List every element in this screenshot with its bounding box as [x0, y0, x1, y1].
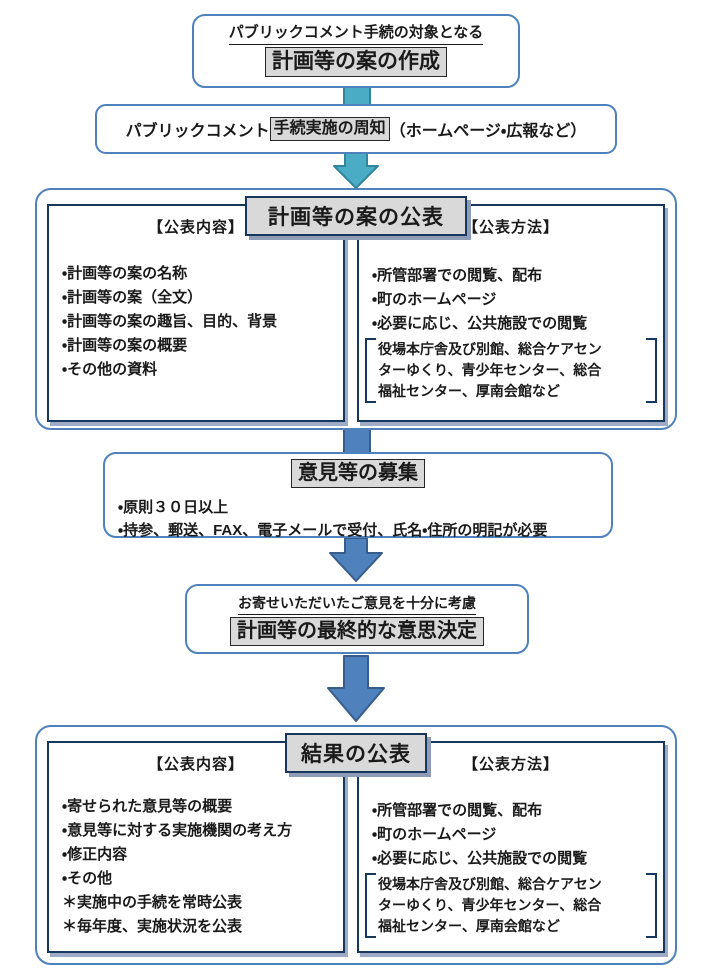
- step-comment-solicitation-box: 意見等の募集 ・原則３０日以上 ・持参、郵送、FAX、電子メールで受付、氏名・住…: [103, 452, 613, 539]
- method-item: ・所管部署での閲覧、配布: [372, 267, 543, 284]
- decision-title: 計画等の最終的な意思決定: [230, 616, 484, 646]
- method-item: ・町のホームページ: [372, 826, 497, 843]
- method-item-list: ・所管部署での閲覧、配布 ・町のホームページ ・必要に応じ、公共施設での閲覧: [372, 264, 659, 336]
- content-item: ・意見等に対する実施機関の考え方: [62, 822, 293, 839]
- method-item: ・必要に応じ、公共施設での閲覧: [372, 315, 588, 332]
- content-item: ＊実施中の手続を常時公表: [62, 894, 243, 911]
- plan-draft-title: 計画等の案の作成: [265, 46, 447, 78]
- solicitation-item: ・原則３０日以上: [118, 499, 229, 516]
- method-item: ・必要に応じ、公共施設での閲覧: [372, 850, 588, 867]
- content-item: ・計画等の案（全文）: [62, 289, 203, 306]
- facility-note: 役場本庁舎及び別館、総合ケアセン ターゆくり、青少年センター、総合 福祉センター…: [376, 873, 646, 938]
- step-plan-draft-box: パブリックコメント手続の対象となる 計画等の案の作成: [192, 14, 520, 88]
- draft-method-panel: 【公表方法】 ・所管部署での閲覧、配布 ・町のホームページ ・必要に応じ、公共施…: [357, 204, 665, 422]
- method-panel-header: 【公表方法】: [462, 756, 559, 773]
- method-panel-header: 【公表方法】: [462, 219, 559, 236]
- content-item: ・計画等の案の概要: [62, 337, 188, 354]
- content-item: ・その他の資料: [62, 361, 158, 378]
- facility-note-bracket: 役場本庁舎及び別館、総合ケアセン ターゆくり、青少年センター、総合 福祉センター…: [365, 338, 657, 403]
- result-method-panel: 【公表方法】 ・所管部署での閲覧、配布 ・町のホームページ ・必要に応じ、公共施…: [357, 741, 665, 953]
- solicitation-item-list: ・原則３０日以上 ・持参、郵送、FAX、電子メールで受付、氏名・住所の明記が必要: [118, 496, 547, 542]
- draft-publication-title: 計画等の案の公表: [245, 196, 467, 236]
- plan-draft-subtitle: パブリックコメント手続の対象となる: [228, 24, 484, 45]
- note-line: ターゆくり、青少年センター、総合: [378, 362, 602, 378]
- result-content-panel: 【公表内容】 ・寄せられた意見等の概要 ・意見等に対する実施機関の考え方 ・修正…: [47, 741, 345, 953]
- left-bracket: [365, 873, 376, 938]
- step-notice-box: パブリックコメント手続実施の周知（ホームページ・広報など）: [95, 104, 617, 154]
- draft-content-panel: 【公表内容】 ・計画等の案の名称 ・計画等の案（全文） ・計画等の案の趣旨、目的…: [47, 204, 345, 422]
- content-item: ・寄せられた意見等の概要: [62, 798, 233, 815]
- notice-text-prefix: パブリックコメント: [125, 123, 270, 140]
- note-line: ターゆくり、青少年センター、総合: [378, 897, 602, 913]
- decision-subtitle: お寄せいただいたご意見を十分に考慮: [238, 595, 476, 615]
- method-item: ・町のホームページ: [372, 291, 497, 308]
- content-item: ・修正内容: [62, 846, 128, 863]
- notice-text-highlight: 手続実施の周知: [269, 117, 390, 141]
- step-final-decision-box: お寄せいただいたご意見を十分に考慮 計画等の最終的な意思決定: [185, 584, 529, 654]
- method-item-list: ・所管部署での閲覧、配布 ・町のホームページ ・必要に応じ、公共施設での閲覧: [372, 799, 659, 871]
- solicitation-item: ・持参、郵送、FAX、電子メールで受付、氏名・住所の明記が必要: [118, 522, 548, 539]
- solicitation-title: 意見等の募集: [291, 459, 425, 488]
- note-line: 福祉センター、厚南会館など: [378, 918, 560, 934]
- note-line: 役場本庁舎及び別館、総合ケアセン: [378, 876, 602, 892]
- teal-down-arrow-icon: [333, 151, 379, 189]
- right-bracket: [646, 873, 657, 938]
- note-line: 役場本庁舎及び別館、総合ケアセン: [378, 341, 602, 357]
- content-panel-header: 【公表内容】: [147, 756, 244, 773]
- content-item: ・計画等の案の名称: [62, 265, 188, 282]
- content-item: ・その他: [62, 870, 113, 887]
- right-bracket: [646, 338, 657, 403]
- content-panel-header: 【公表内容】: [147, 219, 244, 236]
- content-item: ・計画等の案の趣旨、目的、背景: [62, 313, 278, 330]
- content-item: ＊毎年度、実施状況を公表: [62, 918, 243, 935]
- content-item-list: ・計画等の案の名称 ・計画等の案（全文） ・計画等の案の趣旨、目的、背景 ・計画…: [62, 262, 339, 382]
- content-item-list: ・寄せられた意見等の概要 ・意見等に対する実施機関の考え方 ・修正内容 ・その他…: [62, 795, 339, 939]
- method-item: ・所管部署での閲覧、配布: [372, 802, 543, 819]
- facility-note-bracket: 役場本庁舎及び別館、総合ケアセン ターゆくり、青少年センター、総合 福祉センター…: [365, 873, 657, 938]
- result-publication-title: 結果の公表: [285, 733, 427, 773]
- notice-text-suffix: （ホームページ・広報など）: [389, 123, 587, 140]
- facility-note: 役場本庁舎及び別館、総合ケアセン ターゆくり、青少年センター、総合 福祉センター…: [376, 338, 646, 403]
- left-bracket: [365, 338, 376, 403]
- large-blue-down-arrow-icon: [327, 655, 385, 722]
- note-line: 福祉センター、厚南会館など: [378, 383, 560, 399]
- blue-down-arrow-icon: [329, 537, 383, 582]
